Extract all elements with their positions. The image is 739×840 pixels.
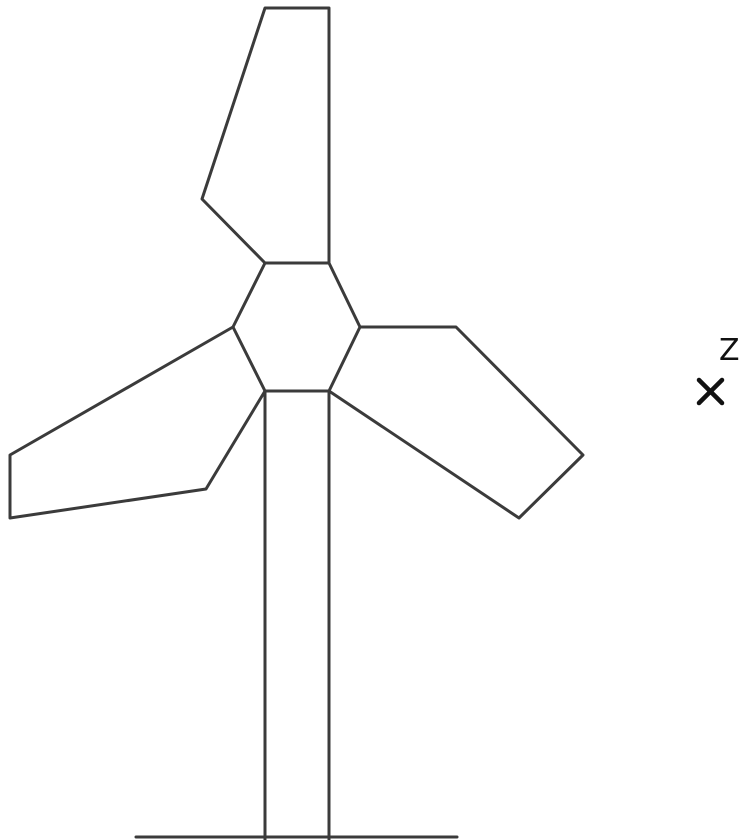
blade-left (8, 325, 267, 520)
cross-stroke-2 (696, 377, 725, 406)
blade-top (200, 6, 331, 265)
hub-hexagon (231, 261, 362, 393)
point-z-label: Z (719, 333, 739, 368)
blade-right (327, 325, 585, 520)
point-z-marker (696, 377, 725, 406)
